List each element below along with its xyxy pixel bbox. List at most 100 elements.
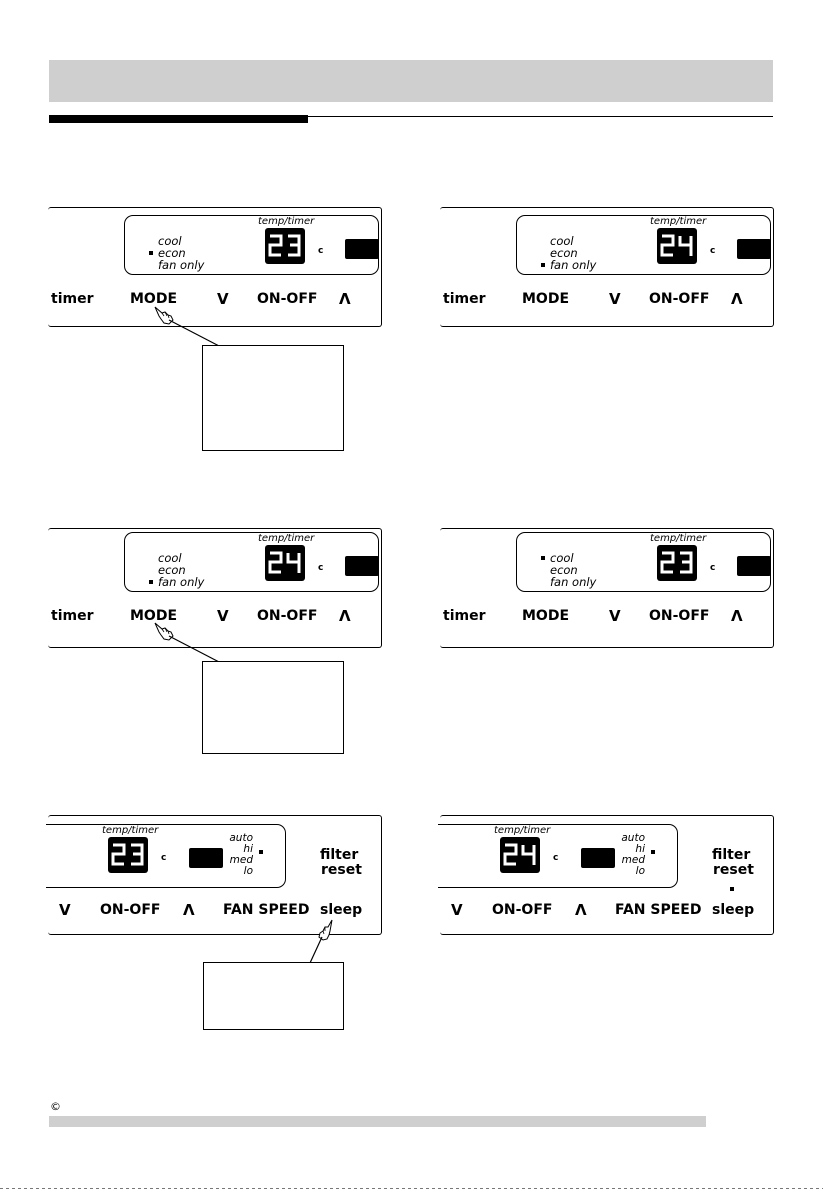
mode-indicator xyxy=(149,251,153,255)
mode-button[interactable]: MODE xyxy=(130,608,178,624)
mode-fan-only: fan only xyxy=(158,258,205,272)
mode-button[interactable]: MODE xyxy=(522,608,570,624)
mode-cool: cool xyxy=(541,552,596,564)
temperature-display xyxy=(657,545,697,581)
temperature-display xyxy=(500,837,540,873)
up-button[interactable]: Λ xyxy=(339,607,351,625)
pointing-hand-icon xyxy=(154,306,174,325)
callout-leader-line xyxy=(168,635,222,664)
secondary-display xyxy=(345,239,379,259)
up-button[interactable]: Λ xyxy=(731,290,743,308)
mode-cool: cool xyxy=(550,234,574,248)
fan-speed-med: med xyxy=(621,854,645,866)
fan-speed-lo: lo xyxy=(635,865,645,877)
fan-speed-auto: auto xyxy=(229,832,253,844)
fan-speed-med: med xyxy=(229,854,253,866)
lcd-display xyxy=(438,824,678,888)
mode-cool: cool xyxy=(158,234,182,248)
digits-24-icon xyxy=(660,234,693,257)
up-button[interactable]: Λ xyxy=(339,290,351,308)
unit-label: c xyxy=(318,246,324,256)
mode-econ: econ xyxy=(158,563,186,577)
fan-speed-hi: hi xyxy=(243,843,253,855)
unit-label: c xyxy=(161,853,167,863)
timer-button[interactable]: timer xyxy=(51,291,94,307)
header-rule-thin xyxy=(49,116,773,117)
temperature-display xyxy=(265,545,305,581)
digits-24-icon xyxy=(503,843,536,866)
down-button[interactable]: V xyxy=(217,607,229,625)
fan-speed-indicator xyxy=(651,850,655,854)
sleep-indicator xyxy=(730,887,734,891)
up-button[interactable]: Λ xyxy=(183,901,195,919)
unit-label: c xyxy=(553,853,559,863)
mode-econ: econ xyxy=(550,563,578,577)
mode-indicator xyxy=(149,580,153,584)
sleep-button[interactable]: sleep xyxy=(320,902,363,918)
timer-button[interactable]: timer xyxy=(443,608,486,624)
temp-timer-label: temp/timer xyxy=(650,533,707,544)
digits-23-icon xyxy=(660,551,693,574)
on-off-button[interactable]: ON-OFF xyxy=(649,291,710,307)
up-button[interactable]: Λ xyxy=(575,901,587,919)
down-button[interactable]: V xyxy=(451,901,463,919)
header-rule-thick xyxy=(49,115,308,123)
temp-timer-label: temp/timer xyxy=(494,825,551,836)
mode-button[interactable]: MODE xyxy=(130,291,178,307)
temperature-display xyxy=(265,228,305,264)
timer-button[interactable]: timer xyxy=(443,291,486,307)
temp-timer-label: temp/timer xyxy=(650,216,707,227)
secondary-display xyxy=(581,848,615,868)
mode-econ: econ xyxy=(550,246,578,260)
digits-23-icon xyxy=(111,843,144,866)
reset-button[interactable]: reset xyxy=(713,862,754,878)
fan-speed-hi: hi xyxy=(635,843,645,855)
fan-speed-button[interactable]: FAN SPEED xyxy=(615,902,702,918)
mode-list: cool econ fan only xyxy=(541,552,597,589)
on-off-button[interactable]: ON-OFF xyxy=(257,608,318,624)
down-button[interactable]: V xyxy=(217,290,229,308)
callout-box-3 xyxy=(203,962,344,1030)
mode-fan-only: fan only xyxy=(149,576,204,588)
down-button[interactable]: V xyxy=(59,901,71,919)
digits-23-icon xyxy=(268,234,301,257)
reset-button[interactable]: reset xyxy=(321,862,362,878)
on-off-button[interactable]: ON-OFF xyxy=(100,902,161,918)
down-button[interactable]: V xyxy=(609,607,621,625)
mode-fan-only: fan only xyxy=(550,575,597,589)
on-off-button[interactable]: ON-OFF xyxy=(649,608,710,624)
secondary-display xyxy=(189,848,223,868)
unit-label: c xyxy=(710,246,716,256)
pointing-hand-icon xyxy=(154,622,174,641)
fan-speed-auto: auto xyxy=(621,832,645,844)
unit-label: c xyxy=(318,563,324,573)
mode-button[interactable]: MODE xyxy=(522,291,570,307)
temp-timer-label: temp/timer xyxy=(258,216,315,227)
mode-econ: econ xyxy=(149,247,204,259)
sleep-button[interactable]: sleep xyxy=(712,902,755,918)
fan-speed-indicator xyxy=(259,850,263,854)
unit-label: c xyxy=(710,563,716,573)
mode-cool: cool xyxy=(158,551,182,565)
temperature-display xyxy=(108,837,148,873)
lcd-display xyxy=(46,824,286,888)
mode-fan-only: fan only xyxy=(541,259,596,271)
copyright-symbol: © xyxy=(50,1100,61,1113)
temp-timer-label: temp/timer xyxy=(258,533,315,544)
secondary-display xyxy=(345,556,379,576)
mode-indicator xyxy=(541,263,545,267)
control-panel-5: temp/timer c auto hi med lo filter reset… xyxy=(46,815,382,935)
on-off-button[interactable]: ON-OFF xyxy=(257,291,318,307)
on-off-button[interactable]: ON-OFF xyxy=(492,902,553,918)
down-button[interactable]: V xyxy=(609,290,621,308)
mode-indicator xyxy=(541,556,545,560)
up-button[interactable]: Λ xyxy=(731,607,743,625)
fan-speed-button[interactable]: FAN SPEED xyxy=(223,902,310,918)
temperature-display xyxy=(657,228,697,264)
control-panel-6: temp/timer c auto hi med lo filter reset… xyxy=(438,815,774,935)
timer-button[interactable]: timer xyxy=(51,608,94,624)
fan-speed-lo: lo xyxy=(243,865,253,877)
callout-box-2 xyxy=(202,661,344,754)
mode-list: cool econ fan only xyxy=(541,234,596,271)
callout-leader-line xyxy=(309,936,323,964)
